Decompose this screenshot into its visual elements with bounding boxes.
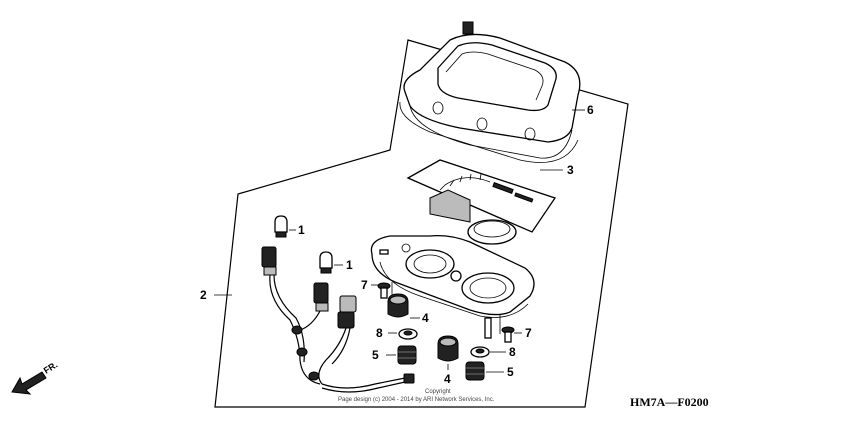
callout-7-right: 7 [525,326,532,340]
callout-5-left: 5 [372,348,379,362]
callout-5-right: 5 [507,365,514,379]
washer-left [398,328,418,340]
callout-4-center: 4 [444,372,451,386]
rubber-cap-center [437,335,459,362]
callout-3: 3 [567,163,574,177]
callout-2: 2 [200,288,207,302]
callout-8-left: 8 [376,326,383,340]
direction-label: FR. [42,360,60,376]
assembly-outline [214,39,629,408]
washer-right [470,346,490,358]
bulb-upper [274,215,288,238]
bulb-lower [319,251,333,274]
screw-left [377,282,391,299]
wire-harness [261,246,415,393]
grommet-left [397,345,417,365]
rubber-cap-left [387,293,409,318]
dial-face [406,159,557,245]
screw-right [501,326,515,343]
copyright-line-2: Page design (c) 2004 - 2014 by ARI Netwo… [338,397,495,403]
callout-4-left: 4 [422,311,429,325]
diagram-code: HM7A—F0200 [630,395,709,409]
lower-case [370,234,535,339]
front-direction-arrow-icon [11,371,47,395]
copyright-line-1: Copyright [425,389,451,395]
callout-7-left: 7 [361,278,368,292]
callout-8-right: 8 [509,345,516,359]
meter-case [399,21,581,163]
callout-6: 6 [587,103,594,117]
callout-1-upper: 1 [298,223,305,237]
grommet-right [465,361,485,381]
callout-1-lower: 1 [346,258,353,272]
